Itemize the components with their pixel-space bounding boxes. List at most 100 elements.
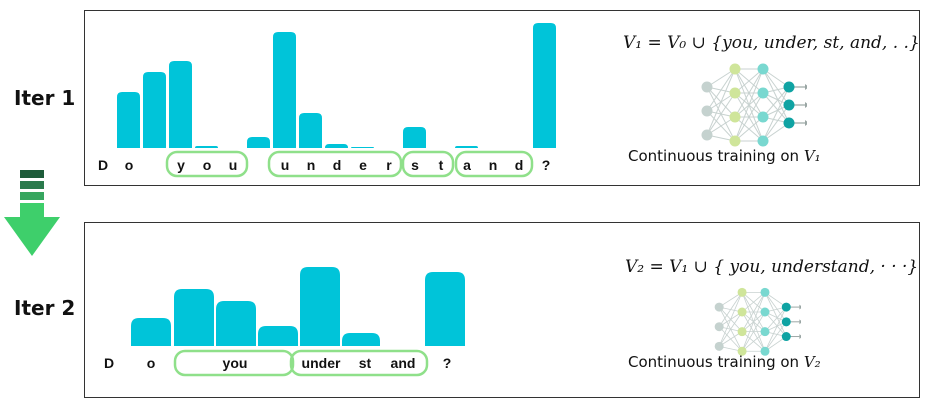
nn-edge	[734, 68, 764, 142]
nn-node	[760, 346, 770, 356]
nn-arrowhead	[799, 319, 801, 325]
token-char: D	[98, 157, 108, 173]
nn-edge	[734, 116, 764, 142]
nn-edge	[764, 306, 787, 332]
token-char: d	[515, 157, 524, 173]
bar	[403, 127, 426, 148]
iter-1-bars	[117, 23, 556, 148]
nn-edge	[762, 92, 790, 124]
iter-1-vocab-formula: V₁ = V₀ ∪ {you, under, st, and, . .}	[623, 33, 920, 53]
token-char: u	[229, 157, 238, 173]
nn-node	[760, 307, 770, 317]
nn-edge	[706, 116, 736, 136]
nn-node	[729, 63, 741, 75]
token-char: o	[203, 157, 212, 173]
nn-edge	[718, 292, 743, 347]
nn-edge	[741, 292, 766, 313]
nn-node	[757, 87, 769, 99]
nn-edge	[762, 86, 790, 118]
nn-node	[757, 135, 769, 147]
nn-edge	[762, 86, 790, 142]
nn-edge	[764, 311, 787, 337]
nn-node	[714, 302, 724, 312]
bar	[258, 326, 298, 346]
token-char: n	[307, 157, 316, 173]
bar	[216, 301, 256, 346]
bar	[143, 72, 166, 148]
nn-node	[757, 63, 769, 75]
nn-edge	[764, 306, 787, 352]
token-char: n	[489, 157, 498, 173]
nn-edge	[734, 68, 764, 118]
iter-1-caption: Continuous training on V₁	[628, 147, 821, 165]
nn-edge	[762, 68, 790, 106]
token-word: and	[391, 355, 416, 371]
token-word: under	[302, 355, 341, 371]
nn-edge	[706, 68, 736, 112]
nn-node	[757, 111, 769, 123]
bar	[325, 144, 348, 148]
token-char: d	[333, 157, 342, 173]
nn-edge	[764, 292, 787, 337]
nn-node	[783, 99, 795, 111]
token-word: st	[359, 355, 372, 371]
nn-edge	[718, 331, 743, 347]
nn-arrowhead	[799, 334, 801, 339]
bar	[195, 146, 218, 148]
iter-2-bars	[131, 267, 465, 346]
nn-arrowhead	[805, 84, 807, 90]
token-word: you	[223, 355, 248, 371]
nn-node	[737, 307, 747, 317]
nn-arrowhead	[805, 120, 807, 126]
token-char: e	[359, 157, 367, 173]
token-word: o	[147, 355, 156, 371]
nn-edge	[734, 92, 764, 142]
bar	[169, 61, 192, 148]
token-char: a	[463, 157, 471, 173]
caption-text: Continuous training on	[628, 147, 804, 165]
caption-variable: V₁	[803, 147, 821, 165]
nn-edge	[718, 311, 743, 347]
nn-node	[701, 105, 713, 117]
nn-edge	[718, 292, 743, 327]
bar	[299, 113, 322, 148]
bar	[247, 137, 270, 148]
bar	[455, 146, 478, 148]
token-char: r	[386, 157, 392, 173]
nn-edge	[706, 92, 736, 136]
nn-node	[781, 332, 791, 342]
token-group-pill	[401, 150, 455, 178]
nn-edge	[706, 68, 736, 136]
bar	[131, 318, 171, 346]
nn-node	[729, 87, 741, 99]
nn-edge	[734, 68, 764, 94]
token-char: ?	[542, 157, 551, 173]
iter-2-token-groups	[173, 349, 429, 377]
nn-node	[737, 287, 747, 297]
token-char: u	[281, 157, 290, 173]
iter-2-caption: Continuous training on V₂	[628, 353, 821, 371]
nn-node	[760, 287, 770, 297]
token-group-pill	[289, 349, 429, 377]
nn-node	[701, 129, 713, 141]
bar	[425, 272, 465, 346]
caption-variable: V₂	[803, 353, 821, 371]
token-group-pill	[267, 150, 403, 178]
nn-edge	[718, 292, 743, 308]
nn-edge	[764, 292, 787, 323]
nn-node	[714, 341, 724, 351]
bar	[342, 333, 380, 346]
token-word: D	[104, 355, 114, 371]
bar	[117, 92, 140, 148]
token-char: s	[411, 157, 419, 173]
nn-edge	[762, 104, 790, 142]
token-word: ?	[443, 355, 452, 371]
nn-edge	[762, 68, 790, 124]
iter-2-label: Iter 2	[14, 296, 76, 320]
bar	[300, 267, 340, 346]
